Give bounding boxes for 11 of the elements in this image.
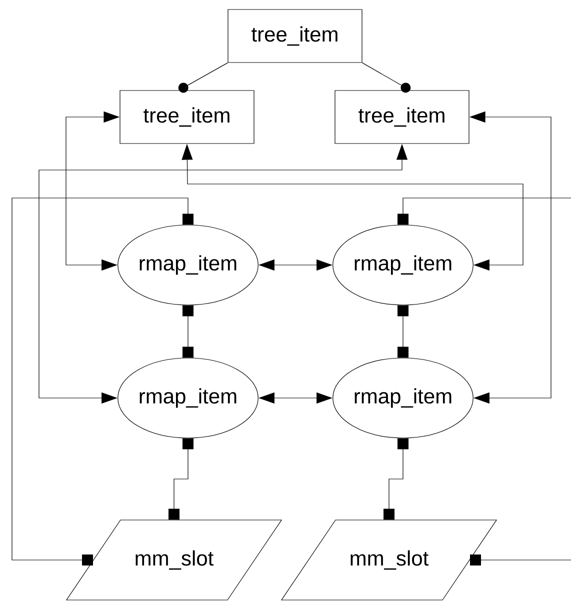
connector — [398, 198, 571, 566]
tree-item-box: tree_item — [120, 90, 254, 144]
connector — [178, 62, 228, 93]
connector — [362, 62, 411, 93]
connector — [182, 305, 194, 358]
tree-item-box: tree_item — [228, 9, 362, 63]
connector — [398, 305, 408, 358]
connector — [384, 438, 408, 520]
connector — [168, 438, 194, 520]
connector — [12, 198, 194, 566]
tree-item-box: tree_item — [334, 90, 470, 144]
